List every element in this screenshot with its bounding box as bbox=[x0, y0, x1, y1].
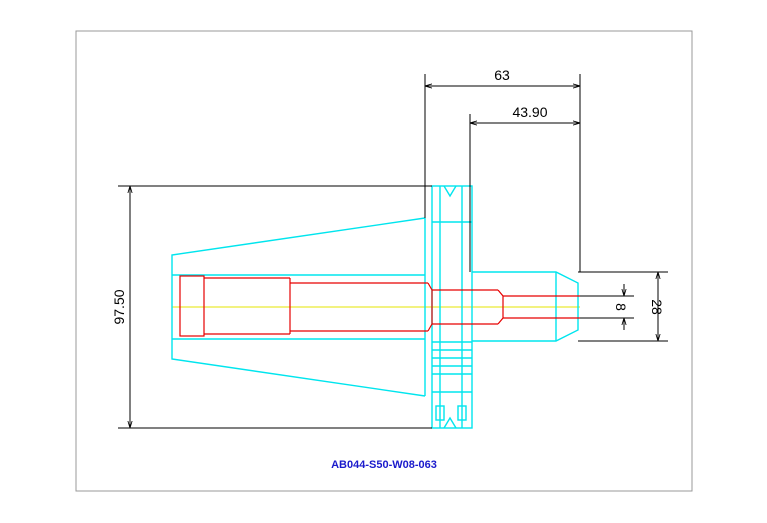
drawing-frame bbox=[75, 30, 693, 492]
dim-nose-diameter: 28 bbox=[649, 299, 665, 315]
part-number: AB044-S50-W08-063 bbox=[331, 459, 437, 471]
dim-bore-diameter: 8 bbox=[613, 303, 629, 311]
tool-holder-outline bbox=[171, 185, 579, 429]
dimension-lines bbox=[118, 74, 668, 429]
dim-overall-length: 63 bbox=[494, 67, 510, 83]
dim-flange-diameter: 97.50 bbox=[111, 289, 127, 324]
dim-projection-length: 43.90 bbox=[512, 104, 547, 120]
internal-bore bbox=[179, 275, 580, 337]
